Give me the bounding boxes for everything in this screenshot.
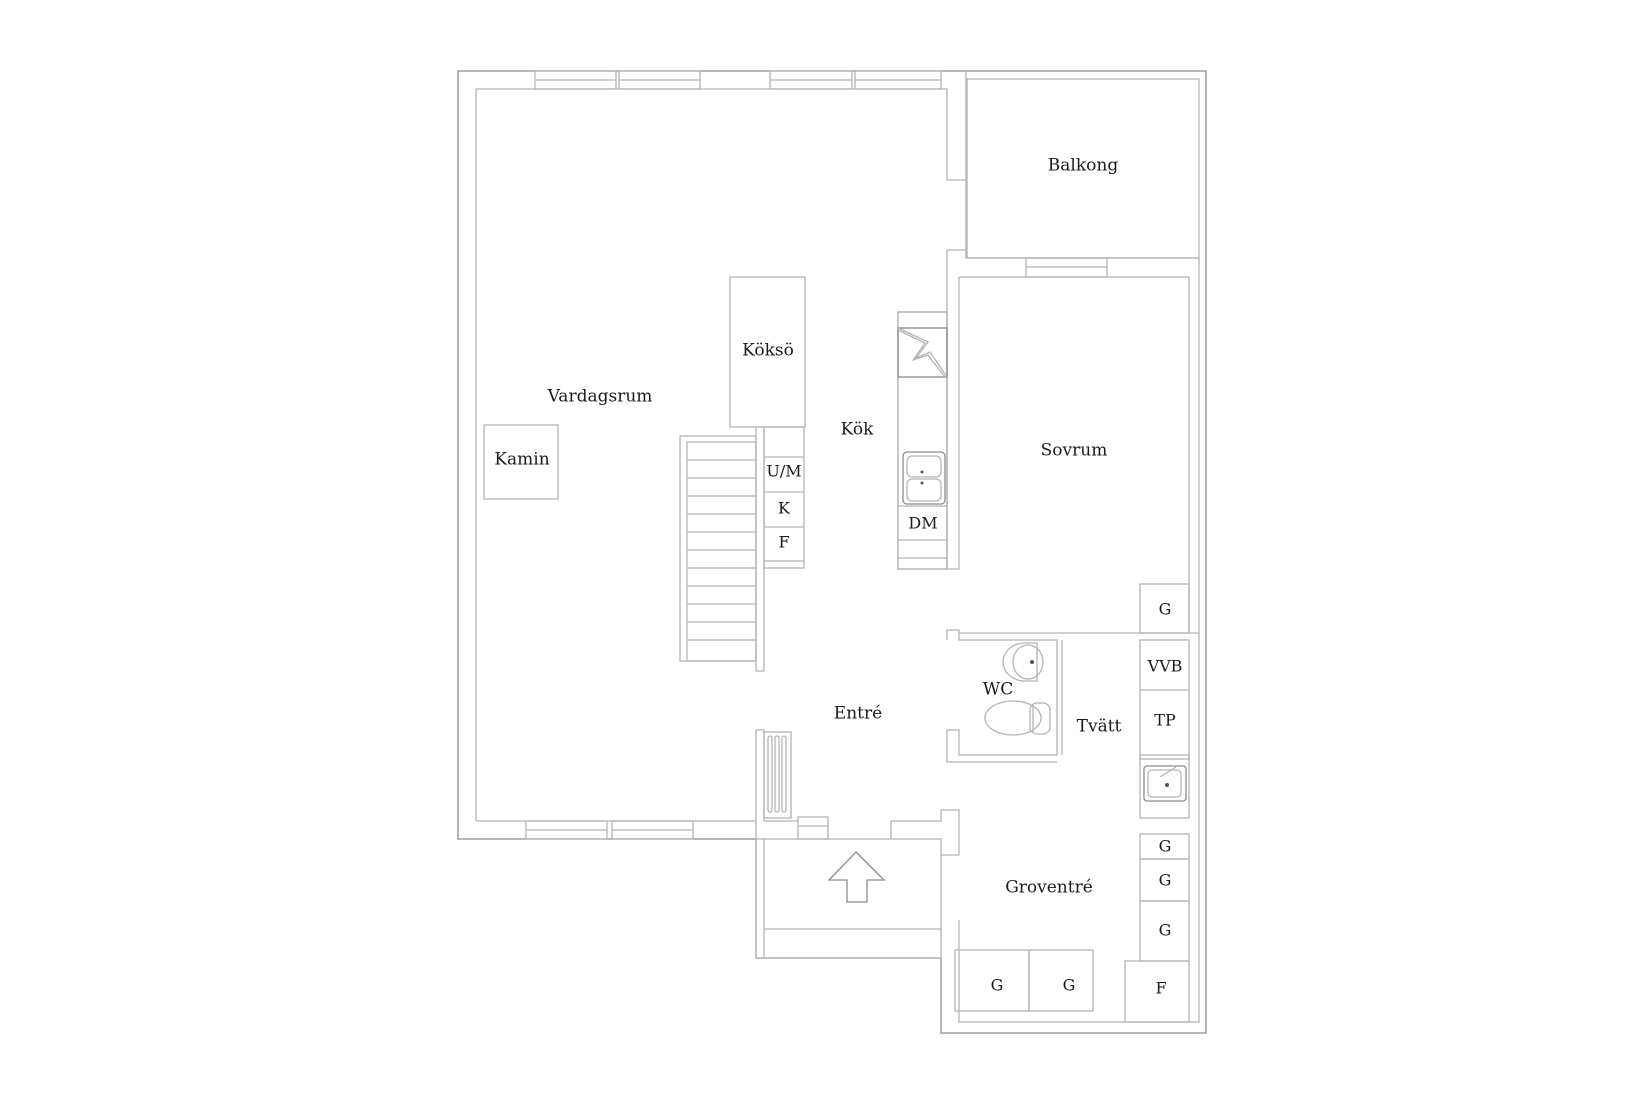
wardrobe-sovrum — [1139, 583, 1190, 634]
window-top-3 — [769, 70, 853, 90]
outer-walls — [457, 70, 1207, 1034]
label-kok: Kök — [841, 420, 874, 440]
label-tp: TP — [1154, 711, 1176, 730]
label-g-groventre-1: G — [1159, 837, 1172, 856]
window-bottom-1 — [525, 820, 608, 840]
label-f-groventre: F — [1155, 979, 1166, 998]
label-kokso: Köksö — [742, 341, 794, 361]
window-entry — [797, 816, 829, 840]
window-balcony — [1025, 257, 1108, 278]
label-vardagsrum: Vardagsrum — [547, 387, 653, 407]
window-top-1 — [534, 70, 617, 90]
label-g-groventre-2: G — [1159, 871, 1172, 890]
groventre-storage — [954, 833, 1190, 1023]
fixture-labels: U/M K F DM G VVB TP G G G G G F — [766, 462, 1182, 998]
label-balkong: Balkong — [1048, 156, 1119, 176]
label-g-groventre-bottom-1: G — [991, 976, 1004, 995]
windows — [525, 70, 1108, 840]
window-top-2 — [618, 70, 701, 90]
label-dm: DM — [908, 514, 937, 533]
window-top-4 — [854, 70, 942, 90]
label-f-kitchen: F — [778, 533, 789, 552]
radiator-icon — [763, 731, 792, 819]
label-g-groventre-bottom-2: G — [1063, 976, 1076, 995]
kitchen-island — [729, 276, 806, 428]
wash-basin-icon — [1002, 642, 1044, 682]
label-g-groventre-3: G — [1159, 921, 1172, 940]
arrow-up-icon — [827, 851, 886, 903]
laundry-storage — [1139, 639, 1190, 760]
label-um: U/M — [766, 462, 801, 481]
fireplace — [483, 424, 559, 500]
room-labels: Vardagsrum Kamin Köksö Kök Balkong Sovru… — [494, 156, 1121, 898]
label-groventre: Groventré — [1005, 878, 1093, 898]
stairs-icon — [679, 426, 765, 672]
laundry-sink-icon — [1139, 754, 1190, 819]
window-bottom-2 — [611, 820, 694, 840]
label-g-sovrum: G — [1159, 600, 1172, 619]
label-k: K — [778, 499, 791, 518]
kitchen-appliance-column — [763, 426, 805, 569]
double-sink-icon — [902, 451, 946, 505]
label-sovrum: Sovrum — [1041, 441, 1108, 461]
label-tvatt: Tvätt — [1077, 717, 1122, 737]
interior-walls — [476, 629, 1199, 959]
label-vvb: VVB — [1147, 657, 1183, 676]
label-entre: Entré — [834, 704, 882, 724]
stove-icon — [897, 327, 948, 378]
toilet-icon — [984, 700, 1051, 736]
label-kamin: Kamin — [494, 450, 549, 470]
label-wc: WC — [983, 680, 1013, 700]
